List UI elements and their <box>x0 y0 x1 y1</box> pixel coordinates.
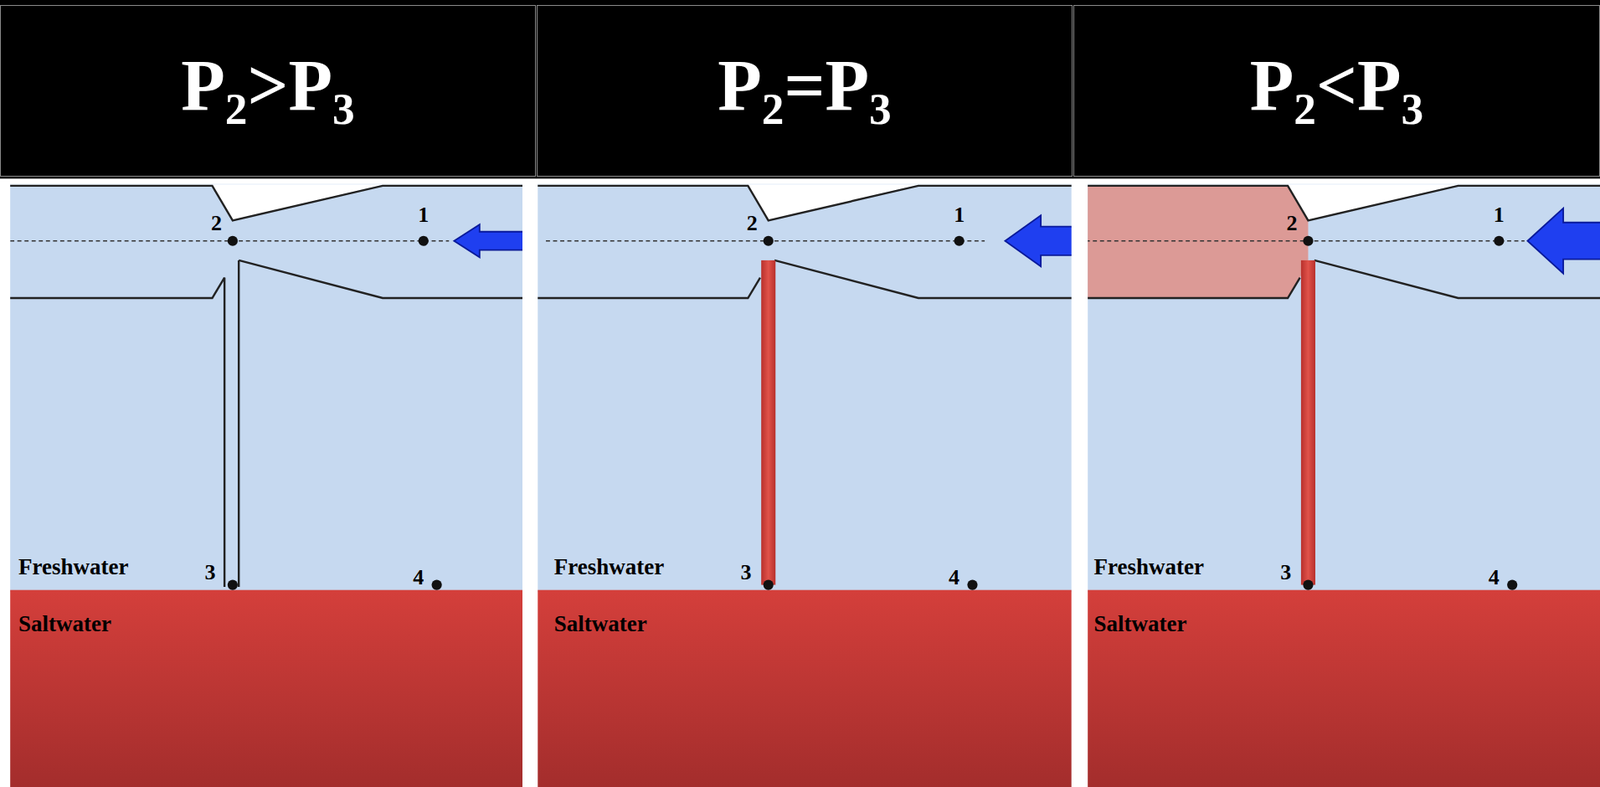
pressure-relation-title: P2>P3 <box>180 49 355 132</box>
point-number: 3 <box>740 561 752 584</box>
header-cell: P2=P3 <box>536 5 1073 177</box>
header-cell: P2<P3 <box>1073 5 1600 177</box>
pressure-relation-title: P2<P3 <box>1250 49 1424 132</box>
point-number: 4 <box>412 566 424 589</box>
header-cell: P2>P3 <box>0 5 536 177</box>
pressure-relation-title: P2=P3 <box>717 49 891 132</box>
point-number: 1 <box>417 204 429 227</box>
panel-low-flow <box>10 183 523 787</box>
point-number: 2 <box>210 212 222 235</box>
point-number: 2 <box>746 212 758 235</box>
panel-balanced-flow <box>537 183 1071 787</box>
point-number: 3 <box>205 561 217 584</box>
layer-label: Saltwater <box>554 612 648 636</box>
point-number: 1 <box>1493 204 1505 227</box>
point-number: 4 <box>1488 566 1500 589</box>
point-number: 4 <box>948 566 960 589</box>
layer-label: Freshwater <box>554 555 664 579</box>
point-number: 2 <box>1286 212 1297 235</box>
point-number: 1 <box>953 204 965 227</box>
layer-label: Saltwater <box>18 612 112 636</box>
layer-label: Saltwater <box>1094 612 1188 636</box>
panel-high-flow <box>1087 183 1600 787</box>
layer-label: Freshwater <box>1094 555 1204 579</box>
layer-label: Freshwater <box>18 555 129 579</box>
point-number: 3 <box>1280 561 1292 584</box>
